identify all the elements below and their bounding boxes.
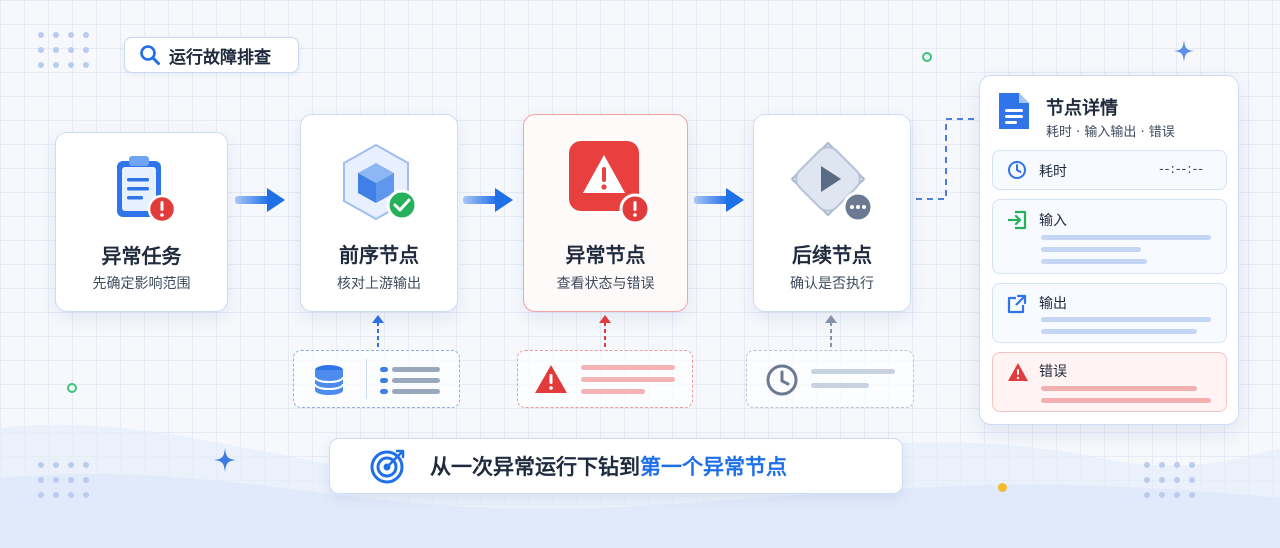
placeholder-line [1041,247,1141,252]
banner-text-plain: 从一次异常运行下钻到 [430,455,640,479]
duration-value: --:--:-- [1159,162,1204,177]
flow-arrow [463,188,513,212]
panel-subtitle: 耗时 · 输入输出 · 错误 [1046,125,1175,140]
decor-dot [998,483,1007,492]
node-subtitle: 查看状态与错误 [556,276,655,292]
detail-row-label: 输入 [1039,213,1067,229]
panel-title: 节点详情 [1046,98,1118,119]
node-subtitle: 确认是否执行 [790,276,874,292]
clock-icon [1008,161,1026,179]
divider [366,359,367,399]
placeholder-line [392,378,440,383]
target-icon [370,449,405,484]
input-icon [1008,210,1027,230]
placeholder-line [1041,259,1147,264]
decor-dots [38,32,89,68]
cube-icon [343,143,418,221]
detail-row-output[interactable]: 输出 [992,283,1227,343]
search-pill-label: 运行故障排查 [169,47,271,68]
placeholder-line [811,383,869,388]
node-downstream[interactable]: 后续节点 确认是否执行 [753,114,911,312]
node-upstream[interactable]: 前序节点 核对上游输出 [300,114,458,312]
placeholder-line [392,389,440,394]
warning-icon [1008,363,1028,381]
error-info-box [517,350,693,408]
sparkle-icon [1174,40,1194,62]
list-bullet [380,389,388,394]
output-icon [1007,294,1027,314]
decor-dots [1144,462,1195,498]
banner-text: 从一次异常运行下钻到第一个异常节点 [430,451,787,481]
node-detail-panel: 节点详情 耗时 · 输入输出 · 错误 耗时 --:--:-- 输入 输出 [979,75,1239,425]
node-abnormal-task[interactable]: 异常任务 先确定影响范围 [55,132,228,312]
node-subtitle: 先确定影响范围 [92,276,191,292]
list-bullet [380,367,388,372]
node-title: 前序节点 [339,243,419,267]
node-title: 后续节点 [792,243,872,267]
panel-connector [916,118,980,200]
up-connector [372,315,384,350]
upstream-info-box [293,350,460,408]
placeholder-line [1041,329,1197,334]
decor-ring [67,383,77,393]
warning-icon [535,365,567,393]
pending-info-box [746,350,914,408]
node-abnormal[interactable]: 异常节点 查看状态与错误 [523,114,688,312]
search-pill[interactable]: 运行故障排查 [124,37,299,73]
up-connector [825,315,837,350]
node-subtitle: 核对上游输出 [337,276,421,292]
warning-icon [568,141,650,225]
document-icon [999,93,1029,129]
placeholder-line [581,377,675,382]
placeholder-line [1041,398,1211,403]
detail-row-label: 输出 [1039,296,1067,312]
placeholder-line [392,367,440,372]
detail-row-duration[interactable]: 耗时 --:--:-- [992,150,1227,190]
list-bullet [380,378,388,383]
decor-dots [38,462,89,498]
clock-icon [766,364,798,396]
search-icon [140,45,160,65]
placeholder-line [1041,317,1211,322]
placeholder-line [581,389,645,394]
placeholder-line [811,369,895,374]
node-title: 异常任务 [101,244,182,268]
sparkle-icon [214,448,236,472]
decor-ring [922,52,932,62]
placeholder-line [581,365,675,370]
placeholder-line [1041,235,1211,240]
flow-arrow [694,188,744,212]
detail-row-input[interactable]: 输入 [992,199,1227,274]
flow-arrow [235,188,285,212]
detail-row-label: 耗时 [1039,164,1067,180]
node-title: 异常节点 [565,243,646,267]
detail-row-error[interactable]: 错误 [992,352,1227,412]
database-icon [314,365,344,395]
placeholder-line [1041,386,1197,391]
banner-text-highlight: 第一个异常节点 [640,455,787,479]
play-icon [791,142,874,223]
clipboard-icon [116,156,176,224]
up-connector [599,315,611,350]
detail-row-label: 错误 [1039,364,1067,380]
summary-banner: 从一次异常运行下钻到第一个异常节点 [329,438,903,494]
